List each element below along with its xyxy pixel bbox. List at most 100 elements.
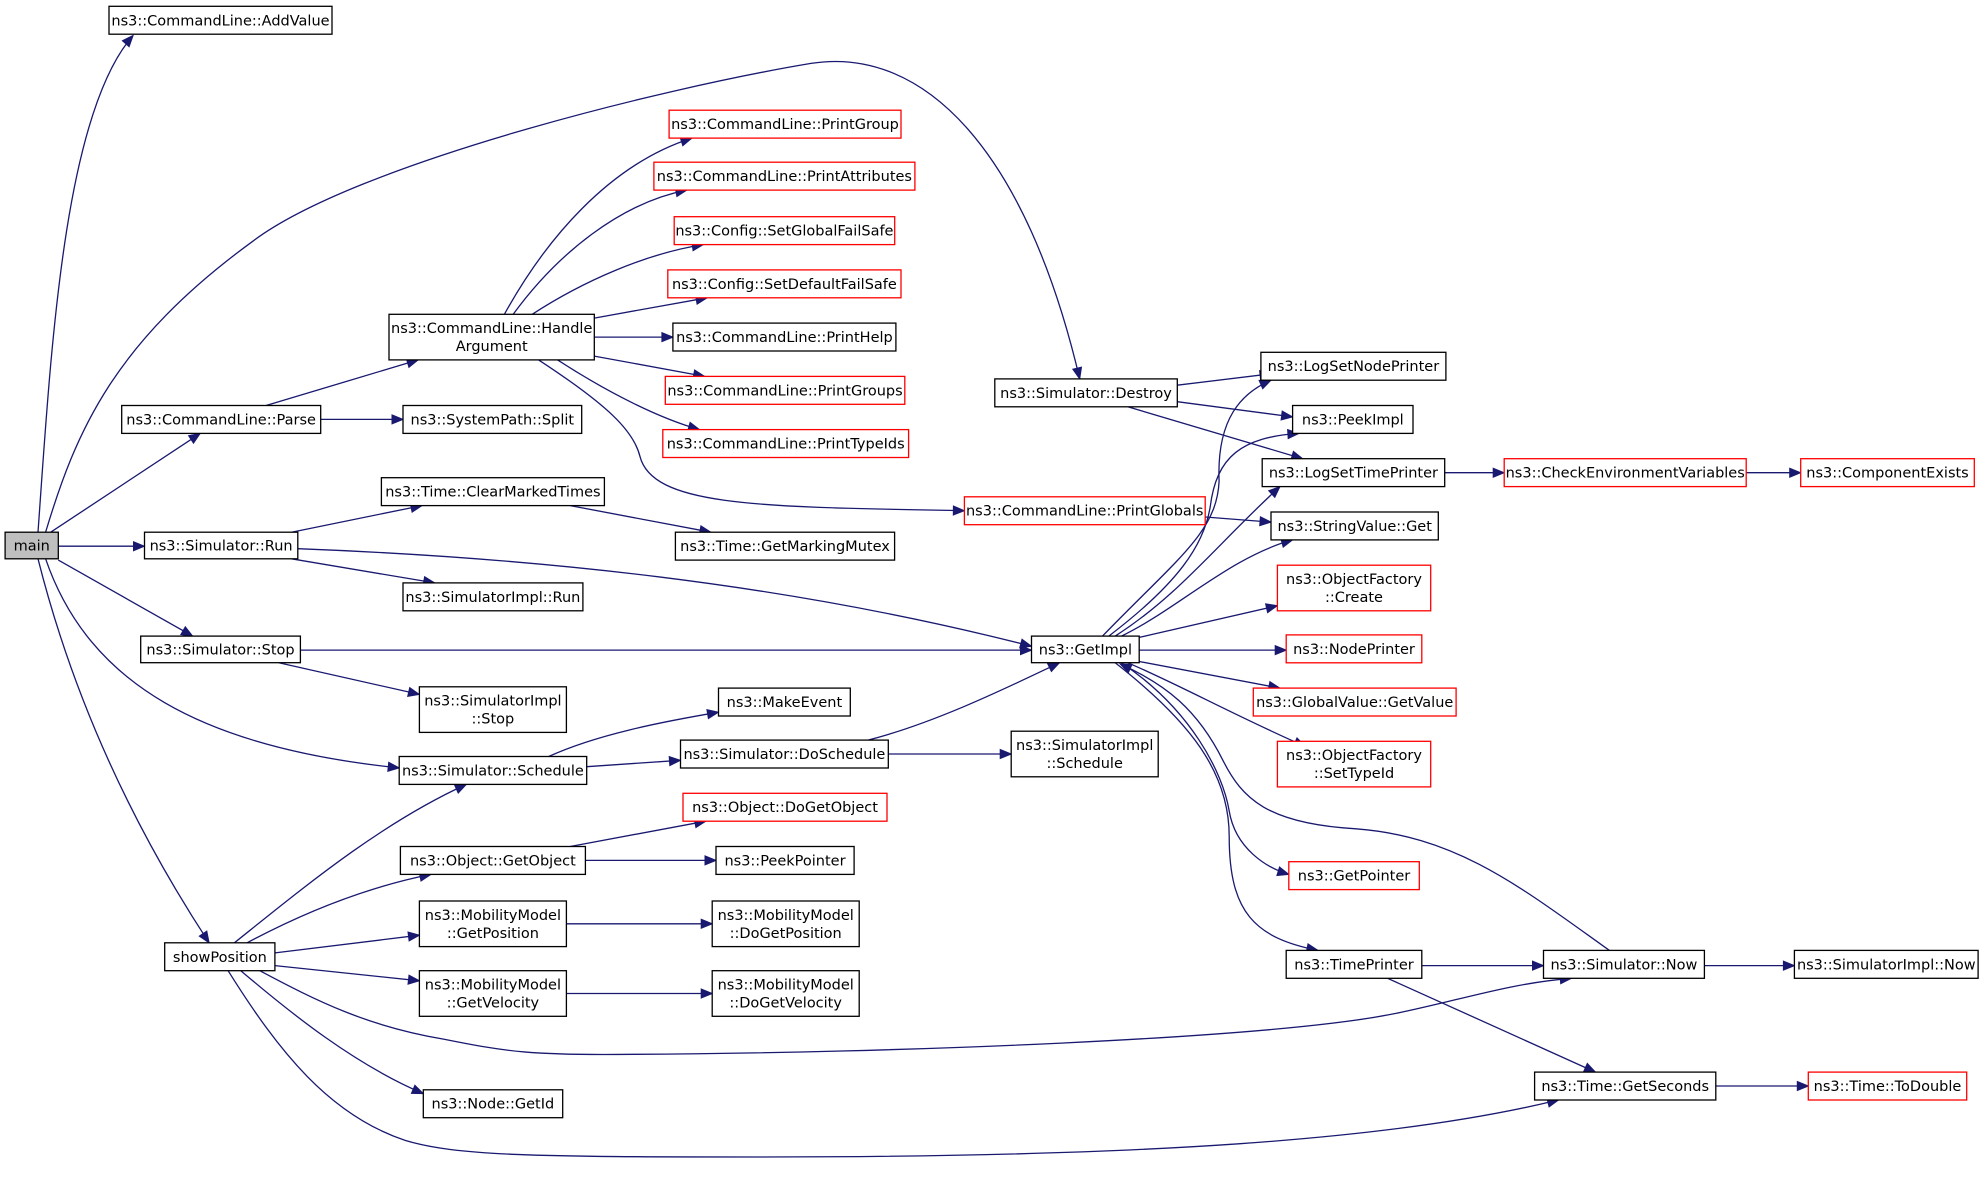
edge-handleargument-to-setglobalfailsafe xyxy=(531,243,704,315)
node-printtypeids[interactable]: ns3::CommandLine::PrintTypeIds xyxy=(662,428,910,459)
node-globalvaluegetvalue[interactable]: ns3::GlobalValue::GetValue xyxy=(1252,687,1457,717)
node-box xyxy=(1533,1071,1717,1101)
node-box xyxy=(717,687,851,717)
node-label: ns3::GlobalValue::GetValue xyxy=(1256,695,1453,711)
node-box xyxy=(380,477,606,507)
node-printglobals[interactable]: ns3::CommandLine::PrintGlobals xyxy=(963,496,1206,526)
edge-main-to-showposition xyxy=(37,558,210,944)
node-setglobalfailsafe[interactable]: ns3::Config::SetGlobalFailSafe xyxy=(673,216,896,246)
node-printattributes[interactable]: ns3::CommandLine::PrintAttributes xyxy=(653,161,916,191)
node-box xyxy=(682,792,888,822)
node-objfactorysettypeid[interactable]: ns3::ObjectFactory::SetTypeId xyxy=(1276,740,1432,788)
node-box xyxy=(668,109,902,139)
node-showposition[interactable]: showPosition xyxy=(164,942,276,972)
node-makeevent[interactable]: ns3::MakeEvent xyxy=(717,687,851,717)
node-label: ns3::Simulator::Schedule xyxy=(402,764,584,780)
node-box xyxy=(662,428,910,459)
edge-getimpl-to-timeprinter xyxy=(1114,662,1319,952)
node-clearmarkedtimes[interactable]: ns3::Time::ClearMarkedTimes xyxy=(380,477,606,507)
node-checkenv[interactable]: ns3::CheckEnvironmentVariables xyxy=(1503,458,1747,488)
node-label: main xyxy=(14,539,50,555)
node-printgroup[interactable]: ns3::CommandLine::PrintGroup xyxy=(668,109,902,139)
node-simschedule[interactable]: ns3::Simulator::Schedule xyxy=(398,755,588,786)
node-dogetvelocity[interactable]: ns3::MobilityModel::DoGetVelocity xyxy=(711,970,860,1017)
node-label: ns3::MobilityModel xyxy=(718,908,854,924)
node-label: ns3::CommandLine::Handle xyxy=(391,321,592,337)
node-addvalue[interactable]: ns3::CommandLine::AddValue xyxy=(108,5,333,35)
node-box xyxy=(422,1089,564,1119)
node-label: ::GetPosition xyxy=(447,926,539,942)
node-timeprinter[interactable]: ns3::TimePrinter xyxy=(1285,949,1423,979)
edge-getimpl-to-objfactorycreate xyxy=(1139,605,1278,639)
node-printgroups[interactable]: ns3::CommandLine::PrintGroups xyxy=(664,375,906,405)
node-peekpointer[interactable]: ns3::PeekPointer xyxy=(715,845,855,876)
node-nodegetid[interactable]: ns3::Node::GetId xyxy=(422,1089,564,1119)
node-doschedule[interactable]: ns3::Simulator::DoSchedule xyxy=(679,739,889,769)
node-label: ns3::MobilityModel xyxy=(425,978,561,994)
node-systempathsplit[interactable]: ns3::SystemPath::Split xyxy=(402,404,583,435)
node-label: ns3::TimePrinter xyxy=(1294,957,1414,973)
node-peekimpl[interactable]: ns3::PeekImpl xyxy=(1291,404,1414,435)
edge-showposition-to-simnow xyxy=(259,970,1572,1056)
node-label: ns3::CommandLine::PrintAttributes xyxy=(657,169,912,185)
node-stringvalueget[interactable]: ns3::StringValue::Get xyxy=(1270,511,1439,541)
edge-arrowhead xyxy=(391,414,405,425)
node-simimplnow[interactable]: ns3::SimulatorImpl::Now xyxy=(1793,949,1979,979)
edge-arrowhead xyxy=(407,974,421,985)
node-simdestroy[interactable]: ns3::Simulator::Destroy xyxy=(994,378,1178,408)
node-getimpl[interactable]: ns3::GetImpl xyxy=(1030,635,1140,664)
node-getvelocity[interactable]: ns3::MobilityModel::GetVelocity xyxy=(418,970,568,1017)
node-label: ns3::CommandLine::PrintGroup xyxy=(671,117,899,133)
node-label: ns3::LogSetTimePrinter xyxy=(1269,466,1438,482)
node-box xyxy=(653,161,916,191)
edge-main-to-simschedule xyxy=(44,558,400,769)
node-objfactorycreate[interactable]: ns3::ObjectFactory::Create xyxy=(1276,564,1432,612)
edge-getobject-to-dogetobject xyxy=(570,820,706,848)
node-simnow[interactable]: ns3::Simulator::Now xyxy=(1542,949,1706,979)
node-box xyxy=(1010,730,1159,778)
node-label: ns3::Config::SetDefaultFailSafe xyxy=(672,277,897,293)
node-todouble[interactable]: ns3::Time::ToDouble xyxy=(1807,1071,1968,1101)
node-label: ns3::Time::ToDouble xyxy=(1814,1079,1962,1095)
node-simimplschedule[interactable]: ns3::SimulatorImpl::Schedule xyxy=(1010,730,1159,778)
node-label: ns3::SimulatorImpl::Now xyxy=(1797,957,1976,973)
node-box xyxy=(164,942,276,972)
node-getobject[interactable]: ns3::Object::GetObject xyxy=(399,845,587,876)
node-getmarkingmutex[interactable]: ns3::Time::GetMarkingMutex xyxy=(674,531,896,561)
edge-arrowhead xyxy=(453,783,468,794)
node-componentexists[interactable]: ns3::ComponentExists xyxy=(1800,458,1975,488)
edge-arrowhead xyxy=(706,708,720,720)
node-getposition[interactable]: ns3::MobilityModel::GetPosition xyxy=(418,900,568,948)
edge-getimpl-to-globalvaluegetvalue xyxy=(1139,660,1281,689)
node-dogetobject[interactable]: ns3::Object::DoGetObject xyxy=(682,792,888,822)
node-simimplrun[interactable]: ns3::SimulatorImpl::Run xyxy=(402,582,584,612)
edge-arrowhead xyxy=(1280,410,1294,421)
node-setdefaultfailsafe[interactable]: ns3::Config::SetDefaultFailSafe xyxy=(667,269,902,299)
node-printhelp[interactable]: ns3::CommandLine::PrintHelp xyxy=(672,322,897,352)
node-simimplstop[interactable]: ns3::SimulatorImpl::Stop xyxy=(418,686,568,734)
node-main[interactable]: main xyxy=(4,531,59,560)
node-logsettimeprinter[interactable]: ns3::LogSetTimePrinter xyxy=(1261,458,1446,488)
node-label: ::GetVelocity xyxy=(447,996,540,1012)
edge-arrowhead xyxy=(1046,662,1061,673)
node-label: ns3::Simulator::Now xyxy=(1550,957,1697,973)
node-nodeprinter[interactable]: ns3::NodePrinter xyxy=(1285,634,1423,664)
node-box xyxy=(1276,740,1432,788)
node-simrun[interactable]: ns3::Simulator::Run xyxy=(143,531,299,560)
edge-main-to-simstop xyxy=(57,559,193,637)
node-logsetnodeprinter[interactable]: ns3::LogSetNodePrinter xyxy=(1260,351,1447,381)
node-getpointer[interactable]: ns3::GetPointer xyxy=(1288,861,1420,891)
node-simstop[interactable]: ns3::Simulator::Stop xyxy=(140,635,302,664)
node-box xyxy=(1252,687,1457,717)
node-label: ns3::Time::GetMarkingMutex xyxy=(680,539,890,555)
edge-arrowhead xyxy=(1532,960,1545,971)
node-box xyxy=(418,900,568,948)
node-box xyxy=(399,845,587,876)
edge-simrun-to-getimpl xyxy=(297,548,1032,647)
node-getseconds[interactable]: ns3::Time::GetSeconds xyxy=(1533,1071,1717,1101)
edge-arrowhead xyxy=(1796,1080,1810,1092)
node-parse[interactable]: ns3::CommandLine::Parse xyxy=(121,404,322,435)
node-dogetposition[interactable]: ns3::MobilityModel::DoGetPosition xyxy=(711,900,860,948)
edge-showposition-to-getposition xyxy=(274,934,420,954)
